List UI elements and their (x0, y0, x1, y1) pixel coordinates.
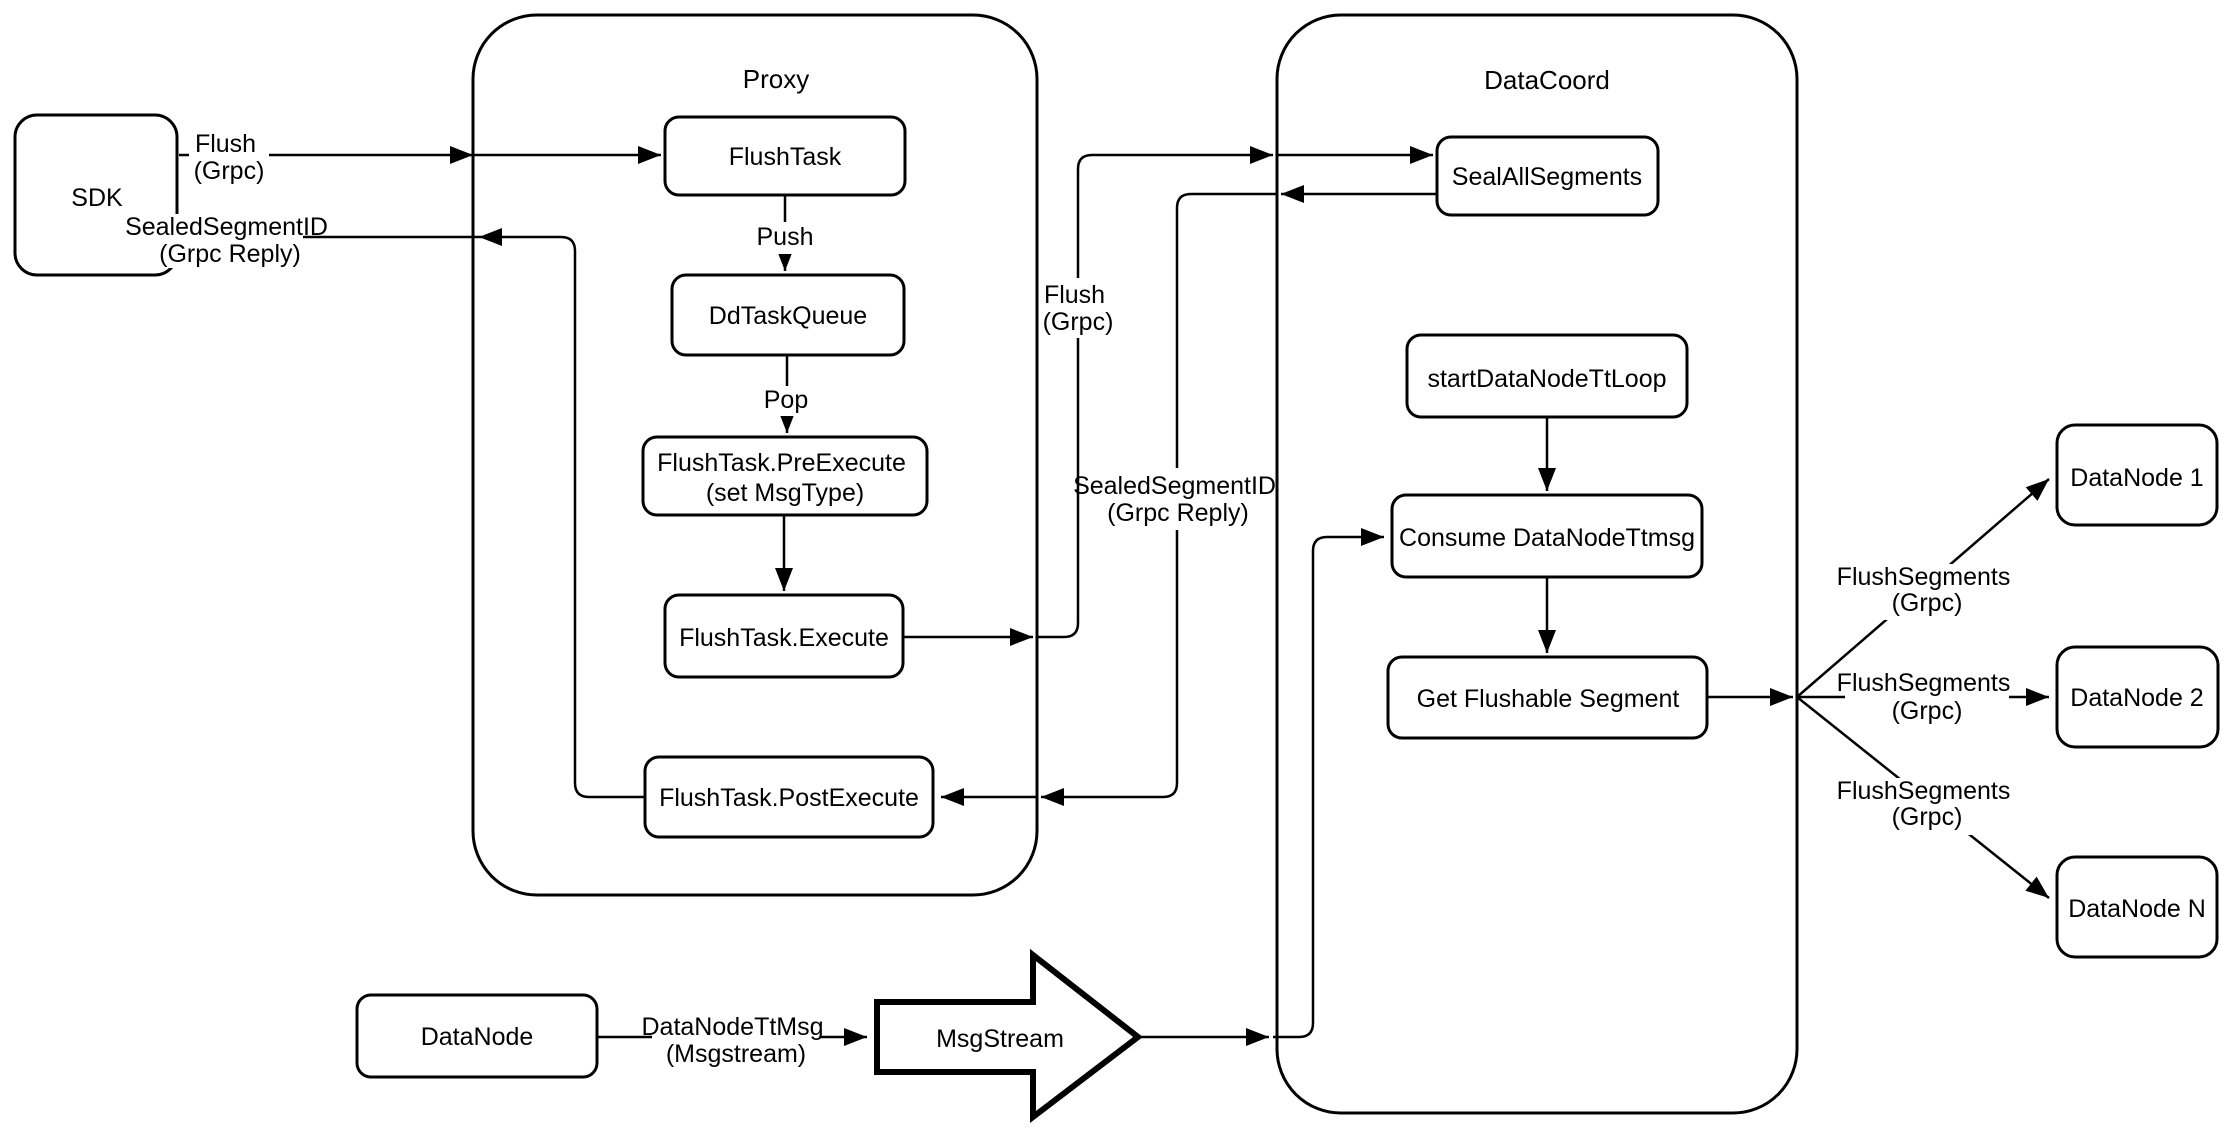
proxy-title: Proxy (743, 64, 809, 94)
edge-label-sealed-sdk: SealedSegmentID (Grpc Reply) (125, 213, 335, 268)
node-datanode2-label: DataNode 2 (2070, 684, 2203, 712)
msgstream-arrow-shape (874, 948, 1143, 1124)
label-bg-sealed-sdk (157, 214, 303, 268)
edge-flushgrpc-up-to-datacoord (1037, 146, 1273, 639)
node-preexecute (641, 435, 929, 517)
label-bg-flushsegments-1 (1845, 564, 2009, 620)
edge-msgstream-up-to-consume (1273, 528, 1384, 1039)
node-datanode1-label: DataNode 1 (2070, 464, 2203, 492)
node-ddtaskqueue-label: DdTaskQueue (709, 302, 867, 330)
label-bg-flushsegments-2 (1845, 670, 2009, 730)
node-postexecute-label: FlushTask.PostExecute (659, 784, 919, 812)
label-bg-flushsegments-3 (1845, 778, 2009, 835)
label-bg-pop (760, 386, 812, 416)
node-preexecute-label: FlushTask.PreExecute (set MsgType) (657, 449, 913, 507)
label-bg-flush-sdk (189, 131, 269, 187)
label-bg-datanodettmsg (652, 1010, 820, 1070)
label-bg-push (755, 222, 815, 254)
edge-reply-postexecute-to-proxy-edge (479, 228, 645, 799)
edge-label-flushsegments-3: FlushSegments (Grpc) (1837, 777, 2018, 831)
node-execute-label: FlushTask.Execute (679, 624, 889, 652)
node-ddtaskqueue (670, 273, 906, 357)
node-sealallsegments-label: SealAllSegments (1452, 163, 1642, 191)
node-datanode1 (2055, 423, 2219, 527)
edge-label-flushsegments-1: FlushSegments (Grpc) (1837, 563, 2018, 617)
node-postexecute (643, 755, 935, 839)
datacoord-title: DataCoord (1484, 65, 1610, 95)
node-datanode2 (2055, 645, 2220, 749)
node-consume-datanodettmsg (1390, 493, 1704, 579)
datacoord-container (1275, 13, 1799, 1115)
edge-label-pop: Pop (764, 386, 808, 414)
node-getflushablesegment-label: Get Flushable Segment (1417, 685, 1680, 713)
node-consume-datanodettmsg-label: Consume DataNodeTtmsg (1399, 524, 1695, 552)
edge-label-flush-sdk: Flush (Grpc) (194, 130, 265, 185)
node-startdatanodettloop (1405, 333, 1689, 419)
proxy-container (471, 13, 1039, 897)
node-flushtask (663, 115, 907, 197)
node-sealallsegments (1435, 135, 1660, 217)
label-bg-flush-grpc (1040, 278, 1118, 338)
edge-label-datanodettmsg: DataNodeTtMsg (Msgstream) (642, 1013, 831, 1068)
edge-label-flush-grpc: Flush (Grpc) (1043, 281, 1114, 336)
node-getflushablesegment (1386, 655, 1709, 740)
msgstream-label: MsgStream (936, 1025, 1064, 1053)
node-datanode-bottom-label: DataNode (421, 1023, 534, 1051)
edge-label-sealed-reply: SealedSegmentID (Grpc Reply) (1073, 472, 1283, 527)
node-datanode-bottom (355, 993, 599, 1079)
node-sdk (13, 113, 179, 277)
edge-label-flushsegments-2: FlushSegments (Grpc) (1837, 669, 2018, 725)
node-startdatanodettloop-label: startDataNodeTtLoop (1427, 365, 1666, 393)
edge-label-push: Push (757, 223, 814, 251)
node-execute (663, 593, 905, 679)
label-bg-sealed-reply (1094, 468, 1262, 530)
node-sdk-label: SDK (71, 184, 123, 212)
node-datanoden (2055, 855, 2219, 959)
node-datanoden-label: DataNode N (2068, 895, 2206, 923)
node-flushtask-label: FlushTask (729, 143, 842, 171)
